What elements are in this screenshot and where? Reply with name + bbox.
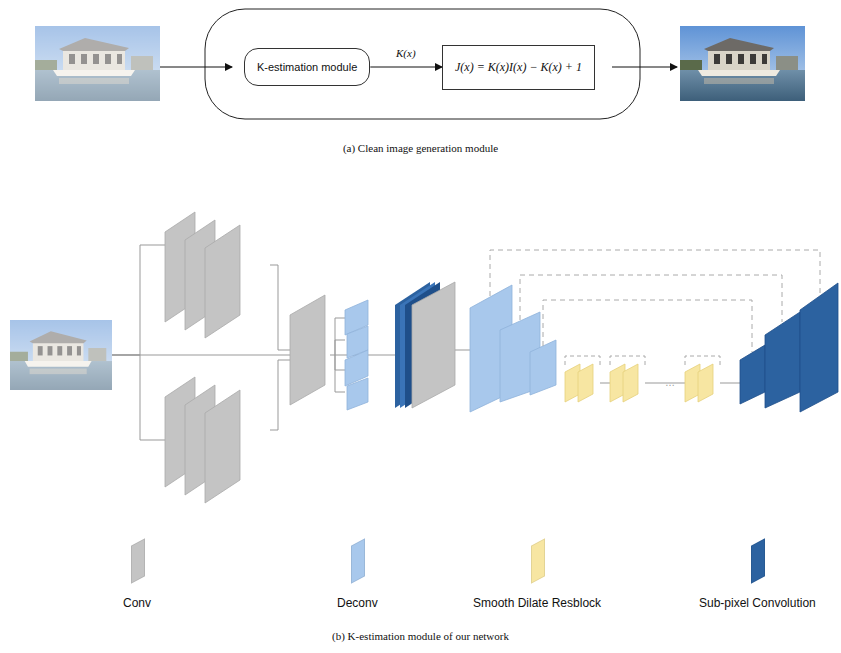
conv-blocks <box>165 212 325 503</box>
encoder-deconv <box>470 285 556 412</box>
hazy-input-photo <box>35 26 160 101</box>
output-arrow <box>612 67 677 68</box>
legend-text: Deconv <box>337 596 378 610</box>
box-text: J(x) = K(x)I(x) − K(x) + 1 <box>455 60 582 75</box>
deconv-slivers <box>345 300 368 410</box>
legend-text: Conv <box>123 596 151 610</box>
legend-text: Sub-pixel Convolution <box>699 596 816 610</box>
legend-text: Smooth Dilate Resblock <box>473 596 601 610</box>
network-input-photo <box>10 320 112 390</box>
haze-overlay <box>10 320 112 390</box>
formula-box: J(x) = K(x)I(x) − K(x) + 1 <box>442 45 595 90</box>
edge-label: K(x) <box>394 47 418 59</box>
ellipsis-dots: … <box>665 377 675 388</box>
haze-overlay <box>35 26 160 101</box>
panel-caption: (b) K-estimation module of our network <box>0 630 841 642</box>
legend-swatch <box>131 538 145 583</box>
subpixel-blocks <box>740 283 838 412</box>
concat-block <box>395 282 455 408</box>
legend-swatch <box>751 538 765 583</box>
legend-swatch <box>351 538 365 583</box>
flow-arrow <box>370 67 442 68</box>
input-arrow <box>160 67 232 68</box>
skip-connections <box>490 250 820 352</box>
legend-swatch <box>531 538 545 583</box>
module-outline <box>205 9 640 119</box>
resblocks <box>565 364 713 402</box>
panel-caption: (a) Clean image generation module <box>0 142 841 154</box>
clean-output-photo <box>680 26 805 101</box>
module-box: K-estimation module <box>244 48 370 86</box>
res-skips <box>565 356 720 365</box>
box-text: K-estimation module <box>257 61 357 73</box>
